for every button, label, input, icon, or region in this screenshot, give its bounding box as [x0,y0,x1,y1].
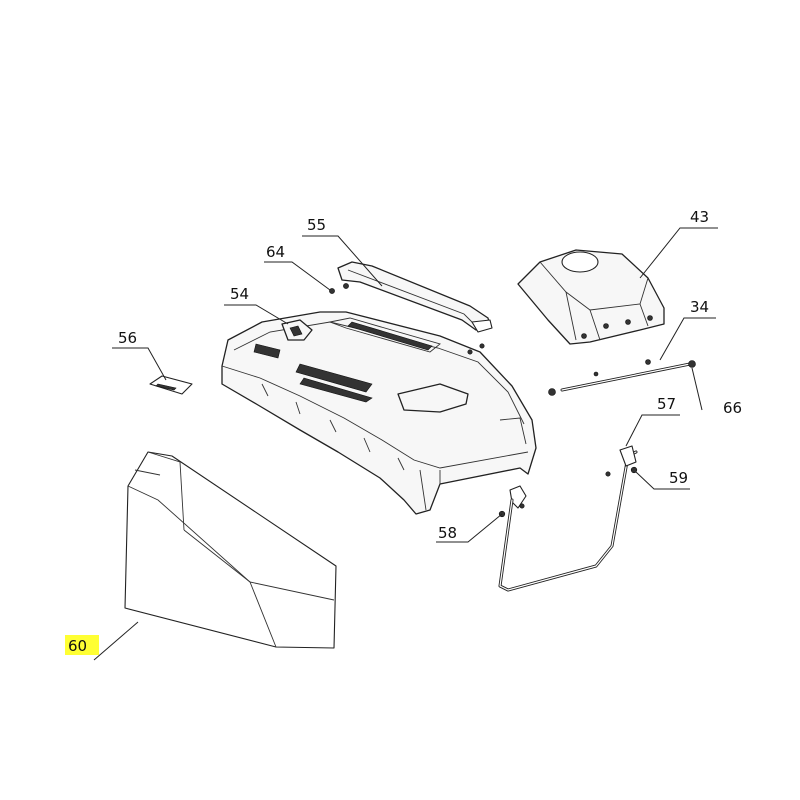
label-66: 66 [723,399,742,417]
part-60-grass-bag[interactable] [124,451,337,649]
label-59: 59 [669,469,688,487]
label-57: 57 [657,395,676,413]
part-43-side-cover[interactable] [517,249,665,345]
vent-grille [347,321,433,351]
label-58: 58 [438,524,457,542]
part-66-nuts[interactable] [548,360,696,396]
part-34-axle-rod[interactable] [560,359,692,392]
part-56-plate[interactable] [149,375,193,395]
label-60: 60 [68,637,87,655]
part-labels: 55 64 54 56 43 34 66 57 59 58 60 [68,208,742,655]
label-34: 34 [690,298,709,316]
part-54-rear-housing[interactable] [221,311,537,515]
front-vents [253,343,373,403]
label-55: 55 [307,216,326,234]
part-58-left-bracket[interactable] [498,485,527,518]
leader-lines [93,227,718,661]
label-56: 56 [118,329,137,347]
part-59-clip[interactable] [605,466,638,477]
part-57-frame-rod[interactable] [498,445,638,592]
label-43: 43 [690,208,709,226]
label-54: 54 [230,285,249,303]
label-64: 64 [266,243,285,261]
part-64-screws[interactable] [329,283,485,355]
highlight-60 [65,635,99,655]
